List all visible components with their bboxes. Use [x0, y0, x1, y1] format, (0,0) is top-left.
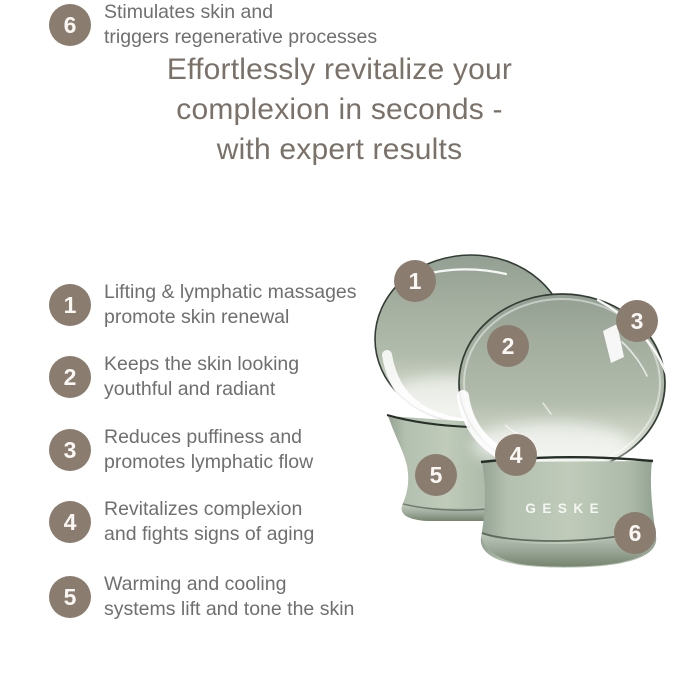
- dome-small-glint: [542, 402, 552, 415]
- feature-text-line-1: Reduces puffiness and: [104, 426, 303, 448]
- feature-text-line-1: Lifting & lymphatic massages: [104, 281, 357, 303]
- feature-text-line-2: promotes lymphatic flow: [104, 451, 314, 473]
- dome-base-seam-back: [386, 414, 471, 428]
- feature-text-line-1: Keeps the skin looking: [104, 353, 300, 375]
- feature-text-line-2: triggers regenerative processes: [104, 26, 378, 48]
- product-marker-2: 2: [487, 325, 529, 367]
- feature-number-badge: 4: [49, 501, 91, 543]
- product-marker-1: 1: [394, 260, 436, 302]
- product-marker-4: 4: [495, 434, 537, 476]
- dome-highlight-arc-small: [621, 341, 648, 377]
- dome-light-streak: [603, 324, 624, 363]
- feature-item-2: 2 Keeps the skin looking youthful and ra…: [49, 352, 299, 402]
- feature-text-line-2: promote skin renewal: [104, 306, 290, 328]
- feature-item-4: 4 Revitalizes complexion and fights sign…: [49, 497, 314, 547]
- headline-line-3: with expert results: [216, 133, 463, 166]
- feature-number-badge: 3: [49, 429, 91, 471]
- feature-text: Stimulates skin and triggers regenerativ…: [104, 0, 377, 50]
- feature-item-3: 3 Reduces puffiness and promotes lymphat…: [49, 425, 313, 475]
- feature-text-line-1: Warming and cooling: [104, 573, 287, 595]
- feature-text: Warming and cooling systems lift and ton…: [104, 572, 354, 622]
- product-marker-6: 6: [614, 512, 656, 554]
- feature-text-line-2: youthful and radiant: [104, 378, 276, 400]
- feature-item-1: 1 Lifting & lymphatic massages promote s…: [49, 280, 357, 330]
- feature-number-badge: 6: [49, 4, 91, 46]
- feature-text: Lifting & lymphatic massages promote ski…: [104, 280, 357, 330]
- product-marker-3: 3: [616, 300, 658, 342]
- headline-line-1: Effortlessly revitalize your: [166, 53, 513, 86]
- feature-text-line-2: systems lift and tone the skin: [104, 598, 355, 620]
- base-rim-front: [481, 527, 656, 567]
- feature-text-line-2: and fights signs of aging: [104, 523, 315, 545]
- feature-text: Reduces puffiness and promotes lymphatic…: [104, 425, 313, 475]
- feature-item-5: 5 Warming and cooling systems lift and t…: [49, 572, 354, 622]
- feature-item-6: 6 Stimulates skin and triggers regenerat…: [49, 0, 377, 50]
- headline: Effortlessly revitalize your complexion …: [0, 50, 679, 170]
- base-rim-back: [401, 503, 505, 521]
- feature-number-badge: 1: [49, 284, 91, 326]
- headline-line-2: complexion in seconds -: [176, 93, 503, 126]
- feature-number-badge: 2: [49, 356, 91, 398]
- feature-text-line-1: Revitalizes complexion: [104, 498, 303, 520]
- brand-wordmark: GESKE: [525, 501, 606, 516]
- feature-number-badge: 5: [49, 576, 91, 618]
- product-marker-5: 5: [415, 454, 457, 496]
- feature-text: Keeps the skin looking youthful and radi…: [104, 352, 299, 402]
- feature-text-line-1: Stimulates skin and: [104, 1, 274, 23]
- feature-text: Revitalizes complexion and fights signs …: [104, 497, 314, 547]
